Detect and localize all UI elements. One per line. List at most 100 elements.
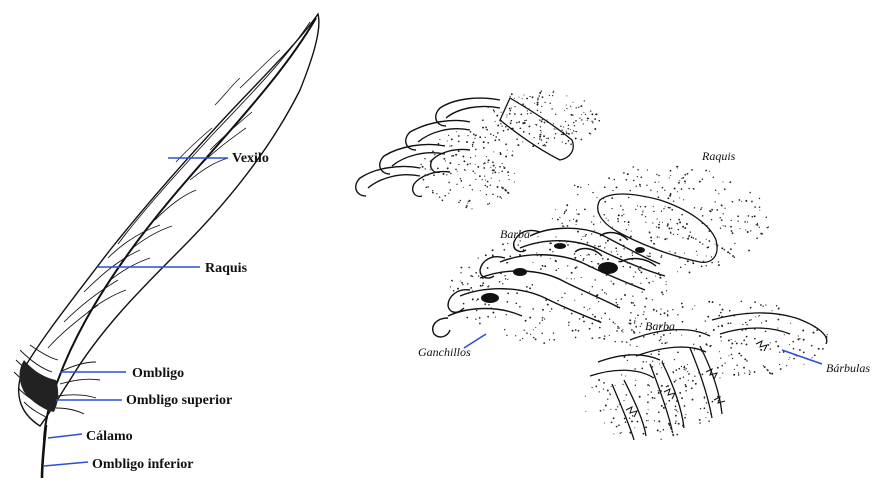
- stipple-dot: [595, 254, 596, 255]
- stipple-dot: [488, 304, 490, 306]
- stipple-dot: [635, 271, 636, 272]
- stipple-dot: [452, 155, 454, 157]
- stipple-dot: [754, 206, 756, 208]
- stipple-dot: [789, 344, 790, 345]
- stipple-dot: [755, 224, 756, 225]
- stipple-dot: [491, 178, 492, 179]
- stipple-dot: [643, 314, 644, 315]
- stipple-dot: [563, 127, 564, 128]
- stipple-dot: [507, 301, 509, 303]
- stipple-dot: [688, 380, 689, 381]
- stipple-dot: [645, 426, 647, 428]
- stipple-dot: [721, 247, 723, 249]
- stipple-dot: [633, 166, 635, 168]
- stipple-dot: [453, 290, 455, 292]
- stipple-dot: [602, 289, 604, 291]
- stipple-dot: [614, 341, 615, 342]
- stipple-dot: [706, 265, 707, 266]
- stipple-dot: [542, 145, 544, 147]
- stipple-dot: [777, 328, 778, 329]
- stipple-dot: [574, 300, 575, 301]
- stipple-dot: [545, 299, 547, 301]
- stipple-dot: [658, 181, 659, 182]
- stipple-dot: [619, 404, 620, 405]
- stipple-dot: [677, 234, 678, 235]
- stipple-dot: [575, 137, 577, 139]
- stipple-dot: [614, 179, 615, 180]
- stipple-dot: [460, 178, 461, 179]
- stipple-dot: [553, 90, 554, 91]
- stipple-dot: [730, 181, 732, 183]
- stipple-dot: [635, 318, 636, 319]
- stipple-dot: [769, 373, 771, 375]
- stipple-dot: [759, 210, 760, 211]
- stipple-dot: [676, 434, 678, 436]
- stipple-dot: [461, 282, 463, 284]
- stipple-dot: [637, 250, 638, 251]
- stipple-dot: [553, 91, 555, 93]
- stipple-dot: [526, 290, 527, 291]
- stipple-dot: [576, 209, 577, 210]
- stipple-dot: [696, 251, 697, 252]
- stipple-dot: [526, 98, 528, 100]
- stipple-dot: [566, 108, 567, 109]
- stipple-dot: [529, 287, 531, 289]
- stipple-dot: [659, 222, 660, 223]
- stipple-dot: [488, 159, 490, 161]
- stipple-dot: [594, 249, 595, 250]
- stipple-dot: [738, 353, 739, 354]
- stipple-dot: [620, 256, 622, 258]
- stipple-dot: [530, 334, 531, 335]
- stipple-dot: [692, 262, 694, 264]
- stipple-dot: [702, 179, 703, 180]
- stipple-dot: [704, 396, 706, 398]
- stipple-dot: [757, 223, 758, 224]
- stipple-dot: [541, 132, 542, 133]
- stipple-dot: [822, 348, 824, 350]
- stipple-dot: [436, 193, 437, 194]
- stipple-dot: [578, 213, 580, 215]
- stipple-dot: [580, 105, 582, 107]
- stipple-dot: [589, 308, 590, 309]
- stipple-dot: [554, 137, 556, 139]
- stipple-dot: [706, 225, 708, 227]
- stipple-dot: [542, 317, 544, 319]
- stipple-dot: [581, 119, 582, 120]
- stipple-dot: [430, 169, 431, 170]
- stipple-dot: [761, 322, 762, 323]
- stipple-dot: [681, 366, 682, 367]
- stipple-dot: [762, 233, 763, 234]
- stipple-dot: [685, 385, 687, 387]
- stipple-dot: [789, 357, 790, 358]
- stipple-dot: [497, 132, 499, 134]
- stipple-dot: [718, 264, 720, 266]
- stipple-dot: [669, 207, 671, 209]
- stipple-dot: [442, 200, 444, 202]
- stipple-dot: [757, 224, 759, 226]
- stipple-dot: [633, 332, 635, 334]
- stipple-dot: [652, 360, 653, 361]
- stipple-dot: [689, 271, 691, 273]
- stipple-dot: [682, 425, 684, 427]
- stipple-dot: [507, 279, 508, 280]
- stipple-dot: [677, 314, 678, 315]
- stipple-dot: [463, 160, 465, 162]
- stipple-dot: [610, 409, 611, 410]
- stipple-dot: [666, 281, 667, 282]
- stipple-dot: [482, 282, 484, 284]
- stipple-dot: [420, 167, 421, 168]
- stipple-dot: [727, 251, 729, 253]
- stipple-dot: [576, 224, 577, 225]
- stipple-dot: [490, 133, 492, 135]
- stipple-dot: [682, 306, 684, 308]
- stipple-dot: [493, 165, 495, 167]
- stipple-dot: [674, 409, 675, 410]
- stipple-dot: [584, 100, 585, 101]
- stipple-dot: [499, 281, 501, 283]
- stipple-dot: [759, 315, 760, 316]
- stipple-dot: [699, 422, 701, 424]
- stipple-dot: [639, 332, 640, 333]
- stipple-dot: [779, 352, 780, 353]
- stipple-dot: [709, 345, 711, 347]
- stipple-dot: [475, 179, 476, 180]
